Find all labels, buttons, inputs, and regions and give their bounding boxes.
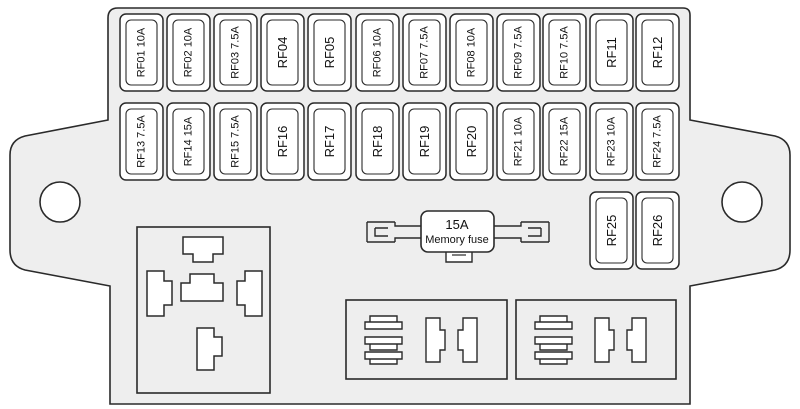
fuse-label-rf02: RF02 10A — [183, 27, 195, 77]
memory-fuse: 15A Memory fuse — [366, 210, 550, 263]
fuse-rf13: RF13 7.5A — [119, 102, 164, 181]
fuse-rf12: RF12 — [635, 13, 680, 92]
fuse-rf09: RF09 7.5A — [496, 13, 541, 92]
fuse-label-rf26: RF26 — [650, 215, 665, 247]
fuse-label-rf24: RF24 7.5A — [652, 115, 664, 168]
fuse-rf03: RF03 7.5A — [213, 13, 258, 92]
fuse-label-rf11: RF11 — [604, 37, 619, 68]
fuse-label-rf08: RF08 10A — [466, 27, 478, 77]
mounting-hole-left — [39, 181, 81, 223]
relay-socket-large — [136, 226, 271, 394]
fuse-rf01: RF01 10A — [119, 13, 164, 92]
fuse-rf14: RF14 15A — [166, 102, 211, 181]
fuse-rf08: RF08 10A — [449, 13, 494, 92]
fuse-rf15: RF15 7.5A — [213, 102, 258, 181]
fuse-rf26: RF26 — [635, 191, 680, 270]
fuse-array: RF01 10A RF02 10A RF03 7.5A RF04 RF05 RF06 10… — [119, 13, 680, 270]
fuse-label-rf12: RF12 — [650, 37, 665, 69]
fuse-rf06: RF06 10A — [355, 13, 400, 92]
fuse-label-rf03: RF03 7.5A — [230, 26, 242, 79]
fuse-label-rf23: RF23 10A — [606, 116, 618, 166]
memory-fuse-rating: 15A — [445, 217, 468, 232]
fuse-label-rf20: RF20 — [464, 126, 479, 158]
fuse-label-rf14: RF14 15A — [183, 116, 195, 166]
fuse-rf23: RF23 10A — [589, 102, 634, 181]
fuse-label-rf07: RF07 7.5A — [419, 26, 431, 79]
fuse-label-rf17: RF17 — [322, 126, 337, 158]
fuse-rf10: RF10 7.5A — [542, 13, 587, 92]
fuse-label-rf19: RF19 — [417, 126, 432, 158]
fuse-rf07: RF07 7.5A — [402, 13, 447, 92]
fuse-label-rf25: RF25 — [604, 215, 619, 247]
relay-socket-small-2 — [515, 299, 677, 380]
fuse-label-rf15: RF15 7.5A — [230, 115, 242, 168]
memory-fuse-name: Memory fuse — [425, 234, 489, 246]
fuse-label-rf10: RF10 7.5A — [559, 26, 571, 79]
fuse-rf20: RF20 — [449, 102, 494, 181]
fuse-rf05: RF05 — [307, 13, 352, 92]
fuse-rf19: RF19 — [402, 102, 447, 181]
fuse-label-rf22: RF22 15A — [559, 116, 571, 166]
fuse-label-rf06: RF06 10A — [372, 27, 384, 77]
relay-socket-small-1 — [345, 299, 508, 380]
fuse-label-rf01: RF01 10A — [136, 27, 148, 77]
fuse-label-rf09: RF09 7.5A — [513, 26, 525, 79]
mounting-hole-right — [721, 181, 763, 223]
fuse-rf17: RF17 — [307, 102, 352, 181]
fuse-label-rf21: RF21 10A — [513, 116, 525, 166]
fuse-label-rf05: RF05 — [322, 37, 337, 69]
fuse-rf21: RF21 10A — [496, 102, 541, 181]
fuse-label-rf13: RF13 7.5A — [136, 115, 148, 168]
fuse-rf22: RF22 15A — [542, 102, 587, 181]
fuse-rf16: RF16 — [260, 102, 305, 181]
fuse-rf24: RF24 7.5A — [635, 102, 680, 181]
fuse-label-rf18: RF18 — [370, 126, 385, 158]
fuse-rf02: RF02 10A — [166, 13, 211, 92]
fuse-label-rf04: RF04 — [275, 37, 290, 69]
fuse-rf18: RF18 — [355, 102, 400, 181]
fuse-rf04: RF04 — [260, 13, 305, 92]
fuse-rf25: RF25 — [589, 191, 634, 270]
fuse-label-rf16: RF16 — [275, 126, 290, 158]
fuse-rf11: RF11 — [589, 13, 634, 92]
